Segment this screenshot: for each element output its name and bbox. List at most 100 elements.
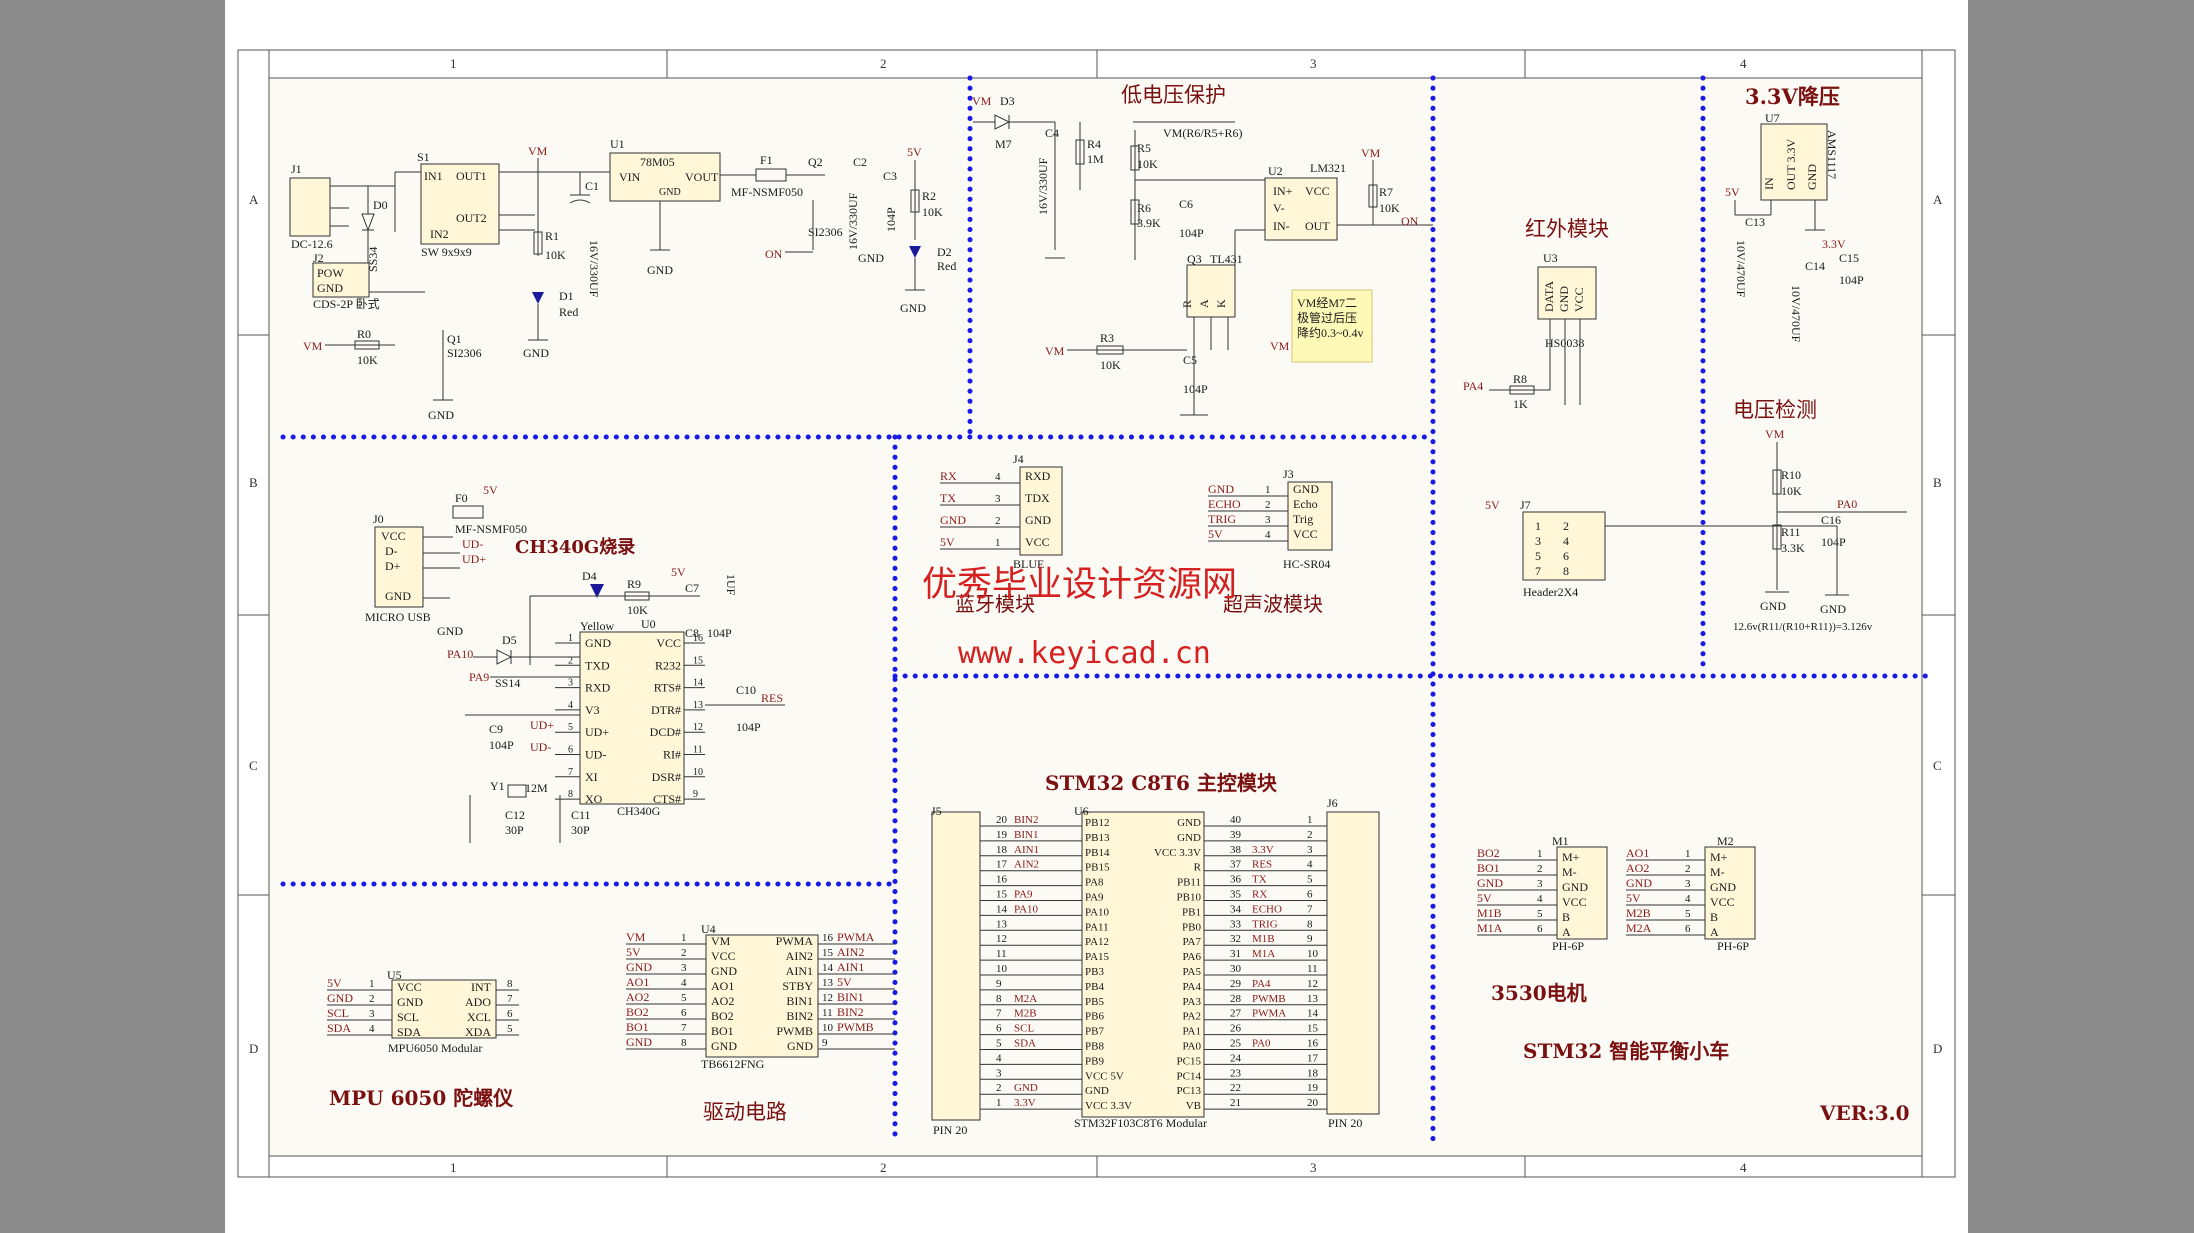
pa0-net-1: PA0 <box>1837 497 1857 511</box>
u4-tb6612 <box>705 934 819 1058</box>
m2-pin-name: VCC <box>1710 895 1735 909</box>
power-section: J1 DC-12.6 D0 SS34 S1 IN1 OUT1 IN2 OUT2 … <box>289 137 956 422</box>
title-motor: 3530电机 <box>1491 981 1587 1005</box>
c4-ref: C4 <box>1045 126 1059 140</box>
m2-pin-number: 6 <box>1685 923 1691 935</box>
ch340-pin-name: XO <box>585 792 603 806</box>
mpu-pin-name: GND <box>397 995 423 1009</box>
section-dividers <box>280 75 1933 1143</box>
c1-ref: C1 <box>585 179 599 193</box>
drv-pin-name: GND <box>787 1039 813 1053</box>
drv-pin-name: GND <box>711 1039 737 1053</box>
r6-val: 3.9K <box>1137 216 1161 230</box>
mpu-pin-name: SDA <box>397 1025 421 1039</box>
stm-left-pin-name: PB4 <box>1085 981 1104 993</box>
u1-pin-vout: VOUT <box>685 170 719 184</box>
r1-ref: R1 <box>545 229 559 243</box>
vm-net-6: VM <box>1045 344 1065 358</box>
drv-net-label: VM <box>626 930 646 944</box>
u7-pin-out: OUT 3.3V <box>1784 139 1798 190</box>
j6-pin-number: 3 <box>1307 844 1313 856</box>
m1-net-label: BO1 <box>1477 861 1500 875</box>
drv-net-label: BIN1 <box>837 990 864 1004</box>
j0-pin-dminus: D- <box>385 544 398 558</box>
q3-pin-k: K <box>1214 299 1228 308</box>
c13-val: 10V/470UF <box>1734 240 1748 298</box>
j7-part: Header2X4 <box>1523 585 1578 599</box>
drv-pin-number: 16 <box>822 932 834 944</box>
j6-pin-number: 18 <box>1307 1067 1319 1079</box>
m2-net-label: M2B <box>1626 906 1651 920</box>
stm-left-pin-number: 19 <box>996 829 1008 841</box>
q3-pin-r: R <box>1180 300 1194 308</box>
c15-ref: C15 <box>1839 251 1859 265</box>
stm-right-pin-name: GND <box>1177 817 1201 829</box>
us-pin-number: 1 <box>1265 484 1271 496</box>
stm-right-pin-name: PA0 <box>1182 1041 1201 1053</box>
stm-right-pin-name: PA3 <box>1182 996 1201 1008</box>
us-net-label: 5V <box>1208 527 1223 541</box>
mpu-pin-number: 6 <box>507 1008 513 1020</box>
stm-right-pin-number: 31 <box>1230 948 1241 960</box>
watermark-line1: 优秀毕业设计资源网 <box>922 565 1237 605</box>
stm-right-pin-name: GND <box>1177 832 1201 844</box>
us-net-label: TRIG <box>1208 512 1236 526</box>
c14-val: 10V/470UF <box>1789 285 1803 343</box>
m1-pin-name: GND <box>1562 880 1588 894</box>
r7-ref: R7 <box>1379 185 1393 199</box>
m1-pin-name: A <box>1562 925 1571 939</box>
ud-plus-net-1: UD+ <box>462 552 486 566</box>
ch340-pin-name: DTR# <box>651 703 681 717</box>
m1-pin-number: 4 <box>1537 893 1543 905</box>
drv-net-label: GND <box>626 1035 652 1049</box>
drv-net-label: GND <box>626 960 652 974</box>
stm-left-pin-number: 8 <box>996 993 1002 1005</box>
pa10-net-1: PA10 <box>447 647 473 661</box>
col-label-2: 2 <box>880 56 887 71</box>
c11-val: 30P <box>571 823 590 837</box>
stm-left-pin-name: VCC 3.3V <box>1085 1100 1132 1112</box>
r8-val: 1K <box>1513 397 1528 411</box>
s1-part: SW 9x9x9 <box>421 245 472 259</box>
stm-left-pin-name: PB9 <box>1085 1055 1104 1067</box>
ch340-pin-name: DCD# <box>650 725 681 739</box>
m1-net-label: 5V <box>1477 891 1492 905</box>
stm-left-pin-name: PA11 <box>1085 921 1109 933</box>
stm-right-pin-name: R <box>1194 862 1202 874</box>
ch340-pin-name: RI# <box>663 748 681 762</box>
stm-left-pin-number: 16 <box>996 874 1008 886</box>
f1-part: MF-NSMF050 <box>731 185 803 199</box>
j1-ref: J1 <box>291 162 302 176</box>
u2-comparator <box>1264 177 1338 241</box>
d2-ref: D2 <box>937 245 952 259</box>
stm-left-pin-name: PB6 <box>1085 1011 1104 1023</box>
m1-pin-name: B <box>1562 910 1570 924</box>
j6-pin-number: 10 <box>1307 948 1319 960</box>
c10-ref: C10 <box>736 683 756 697</box>
m2-pin-name: M- <box>1710 865 1725 879</box>
c2-val: 16V/330UF <box>846 192 860 250</box>
m2-pin-name: A <box>1710 925 1719 939</box>
bt-pin-name: GND <box>1025 513 1051 527</box>
drv-pin-name: AIN2 <box>786 949 813 963</box>
ud-minus-net-2: UD- <box>530 740 551 754</box>
r0-ref: R0 <box>357 327 371 341</box>
r3-ref: R3 <box>1100 331 1114 345</box>
q3-ref: Q3 <box>1187 252 1202 266</box>
j7-pin-6: 6 <box>1563 549 1569 563</box>
drv-pin-number: 6 <box>681 1007 687 1019</box>
c16-ref: C16 <box>1821 513 1841 527</box>
us-net-label: GND <box>1208 482 1234 496</box>
m1-pin-name: VCC <box>1562 895 1587 909</box>
stm-left-pin-name: VCC 5V <box>1085 1070 1124 1082</box>
q1-ref: Q1 <box>447 332 462 346</box>
vm-net-1: VM <box>528 144 548 158</box>
c12-ref: C12 <box>505 808 525 822</box>
ch340-pin-number: 1 <box>568 633 573 644</box>
stm-right-pin-number: 40 <box>1230 814 1242 826</box>
watermark-line2: www.keyicad.cn <box>958 636 1211 671</box>
u2-pin-inp: IN+ <box>1273 184 1293 198</box>
stm-left-pin-name: PB7 <box>1085 1026 1104 1038</box>
stm-right-pin-name: PA1 <box>1182 1026 1201 1038</box>
